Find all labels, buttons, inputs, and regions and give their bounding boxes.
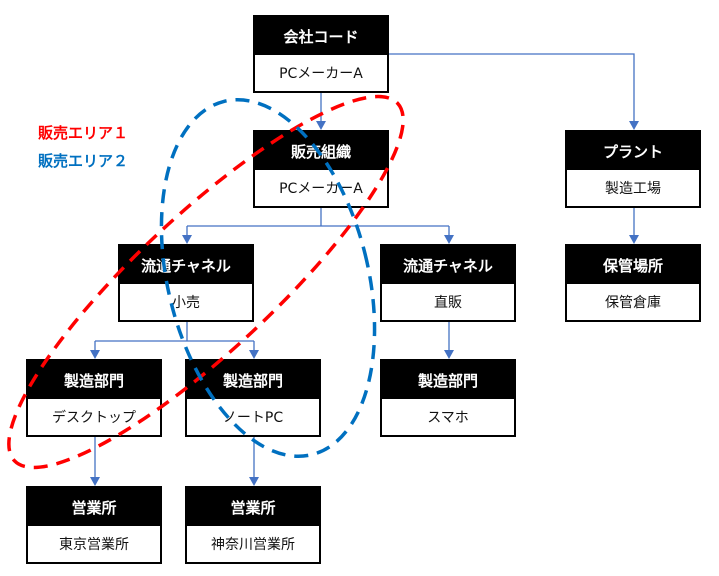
node-value: 小売 xyxy=(172,295,200,311)
node-office-kanagawa[interactable]: 営業所 神奈川営業所 xyxy=(185,486,321,564)
edge-arrow xyxy=(90,350,100,359)
node-value: ノートPC xyxy=(222,410,284,426)
edge-arrow xyxy=(444,235,454,244)
node-value: 製造工場 xyxy=(605,181,661,197)
node-division-desktop[interactable]: 製造部門 デスクトップ xyxy=(26,359,162,437)
edge-arrow xyxy=(182,235,192,244)
node-division-smartphone[interactable]: 製造部門 スマホ xyxy=(380,359,516,437)
node-header: 保管場所 xyxy=(567,246,699,284)
edge-arrow xyxy=(629,121,639,130)
node-division-notebook[interactable]: 製造部門 ノートPC xyxy=(185,359,321,437)
sales-area-2-outline xyxy=(159,98,377,458)
node-storage-location[interactable]: 保管場所 保管倉庫 xyxy=(565,244,701,322)
node-value: 東京営業所 xyxy=(59,537,129,553)
node-value: PCメーカーA xyxy=(279,66,363,82)
node-value: スマホ xyxy=(427,410,469,426)
node-channel-retail[interactable]: 流通チャネル 小売 xyxy=(118,244,254,322)
node-header: 製造部門 xyxy=(382,361,514,399)
node-value: 神奈川営業所 xyxy=(211,537,295,553)
node-header: 流通チャネル xyxy=(382,246,514,284)
node-plant[interactable]: プラント 製造工場 xyxy=(565,130,701,208)
node-value: 保管倉庫 xyxy=(605,295,661,311)
edge-arrow xyxy=(629,235,639,244)
edge-arrow xyxy=(316,121,326,130)
node-channel-direct[interactable]: 流通チャネル 直販 xyxy=(380,244,516,322)
edge-arrow xyxy=(90,477,100,486)
node-value: 直販 xyxy=(434,295,462,311)
edge-arrow xyxy=(249,350,259,359)
node-value: デスクトップ xyxy=(52,410,136,426)
edge-salesorg-channels xyxy=(186,207,450,242)
node-header: プラント xyxy=(567,132,699,170)
edge-channel1-divs xyxy=(94,321,255,357)
node-company-code[interactable]: 会社コード PCメーカーA xyxy=(253,15,389,93)
legend-sales-area-1: 販売エリア１ xyxy=(38,124,129,142)
edge-arrow xyxy=(249,477,259,486)
node-sales-organization[interactable]: 販売組織 PCメーカーA xyxy=(253,130,389,208)
node-header: 会社コード xyxy=(255,17,387,55)
node-office-tokyo[interactable]: 営業所 東京営業所 xyxy=(26,486,162,564)
edge-company-plant xyxy=(389,53,635,128)
node-header: 製造部門 xyxy=(28,361,160,399)
node-header: 営業所 xyxy=(28,488,160,526)
legend-sales-area-2: 販売エリア２ xyxy=(38,152,129,170)
node-header: 営業所 xyxy=(187,488,319,526)
edge-arrow xyxy=(444,350,454,359)
sales-area-1-outline xyxy=(7,94,405,470)
